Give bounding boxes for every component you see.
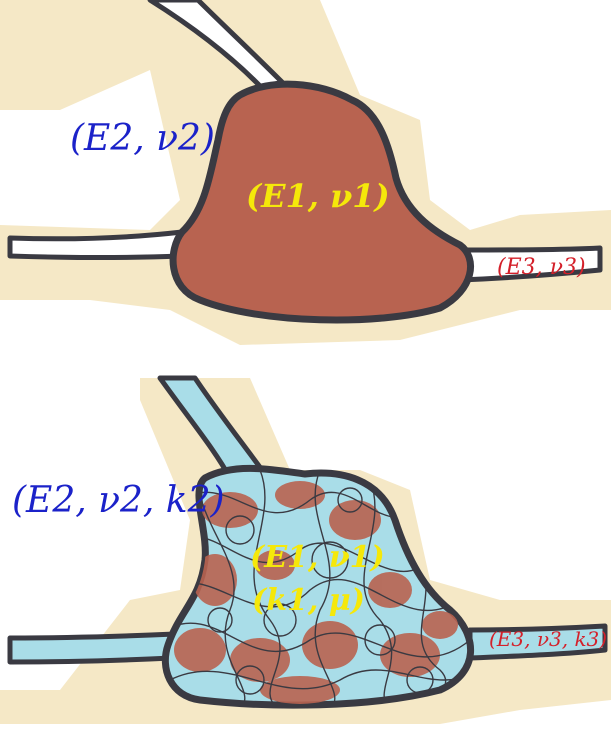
- top-fracture-label: (E3, ν3): [497, 255, 586, 280]
- pore-network-lines: [165, 469, 471, 706]
- bottom-panel: (E2, ν2, k2) (E1, ν1) (k1, μ) (E3, ν3, k…: [0, 375, 611, 724]
- bottom-fracture-left: [7, 631, 178, 665]
- bottom-inclusion-label-line1: (E1, ν1): [250, 540, 385, 575]
- top-inclusion: [169, 80, 475, 324]
- bottom-fracture-label: (E3, ν3, k3): [489, 627, 607, 651]
- top-panel: (E2, ν2) (E1, ν1) (E3, ν3): [0, 0, 611, 345]
- top-fracture-right: [457, 245, 603, 283]
- top-inclusion-label: (E1, ν1): [246, 177, 390, 215]
- bottom-fracture-right: [467, 623, 608, 661]
- bottom-inclusion-label-line2: (k1, μ): [252, 583, 365, 618]
- top-matrix-label: (E2, ν2): [70, 118, 215, 159]
- bottom-inclusion-texture: [165, 469, 471, 706]
- bottom-matrix-label: (E2, ν2, k2): [12, 480, 225, 521]
